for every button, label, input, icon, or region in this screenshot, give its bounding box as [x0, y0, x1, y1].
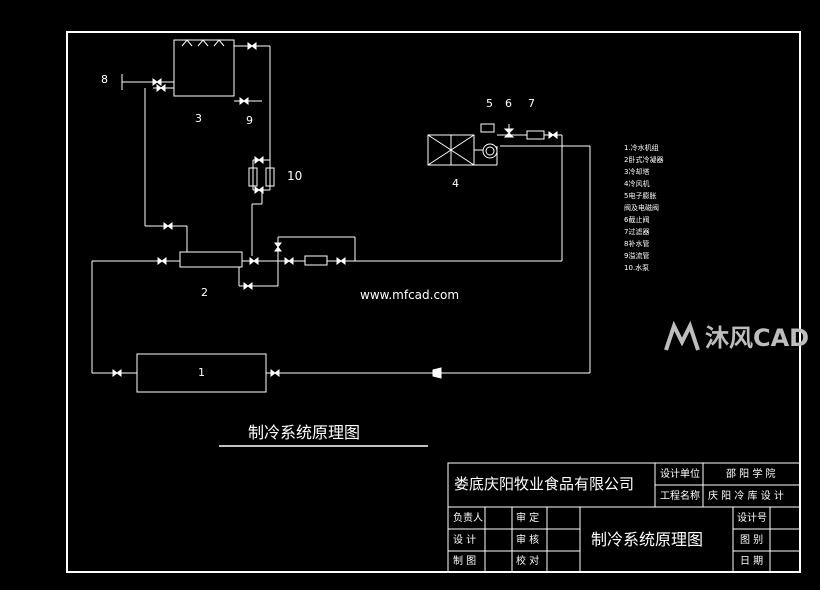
role-design: 设 计	[453, 535, 477, 546]
project-name-value: 庆 阳 冷 库 设 计	[708, 491, 784, 502]
check-approve: 审 定	[516, 513, 540, 524]
legend-item: 7过滤器	[624, 228, 650, 236]
legend-item: 1.冷水机组	[624, 144, 659, 152]
project-name-label: 工程名称	[660, 491, 700, 502]
design-unit-value: 邵 阳 学 院	[726, 469, 776, 480]
check-review: 审 核	[516, 535, 540, 546]
valves	[112, 42, 558, 379]
label-4: 4	[452, 177, 459, 190]
design-unit-label: 设计单位	[660, 469, 700, 480]
label-10: 10	[287, 169, 303, 183]
check-proofread: 校 对	[516, 556, 540, 567]
legend-item: 4冷风机	[624, 180, 650, 188]
legend-item: 5电子膨胀	[624, 192, 657, 200]
legend-item: 6截止阀	[624, 216, 650, 224]
label-9: 9	[246, 114, 253, 127]
legend-item: 阀及电磁阀	[624, 204, 659, 212]
drawing-frame	[66, 31, 801, 573]
label-5: 5	[486, 97, 493, 110]
watermark-brand: 沐风CAD	[705, 324, 810, 352]
drawing-title: 制冷系统原理图	[591, 530, 704, 549]
condenser	[179, 251, 243, 268]
company-name: 娄底庆阳牧业食品有限公司	[454, 475, 635, 493]
role-drafting: 制 图	[453, 556, 477, 567]
legend-item: 2卧式冷凝器	[624, 156, 664, 164]
label-3: 3	[195, 112, 202, 125]
mfcad-logo-icon	[664, 320, 700, 351]
legend-item: 9溢流管	[624, 252, 650, 260]
drawing-category-label: 图 别	[740, 535, 764, 546]
label-6: 6	[505, 97, 512, 110]
design-number-label: 设计号	[737, 513, 767, 524]
diagram-title: 制冷系统原理图	[248, 423, 361, 442]
cooling-tower	[173, 39, 235, 97]
label-8: 8	[101, 73, 108, 86]
label-1: 1	[198, 366, 205, 379]
legend-item: 3冷却塔	[624, 168, 650, 176]
legend-item: 8补水管	[624, 240, 650, 248]
label-7: 7	[528, 97, 535, 110]
website-text: www.mfcad.com	[360, 288, 460, 302]
legend-item: 10.水泵	[624, 264, 650, 272]
role-responsible: 负责人	[453, 513, 483, 524]
label-2: 2	[201, 286, 208, 299]
date-label: 日 期	[740, 556, 764, 567]
